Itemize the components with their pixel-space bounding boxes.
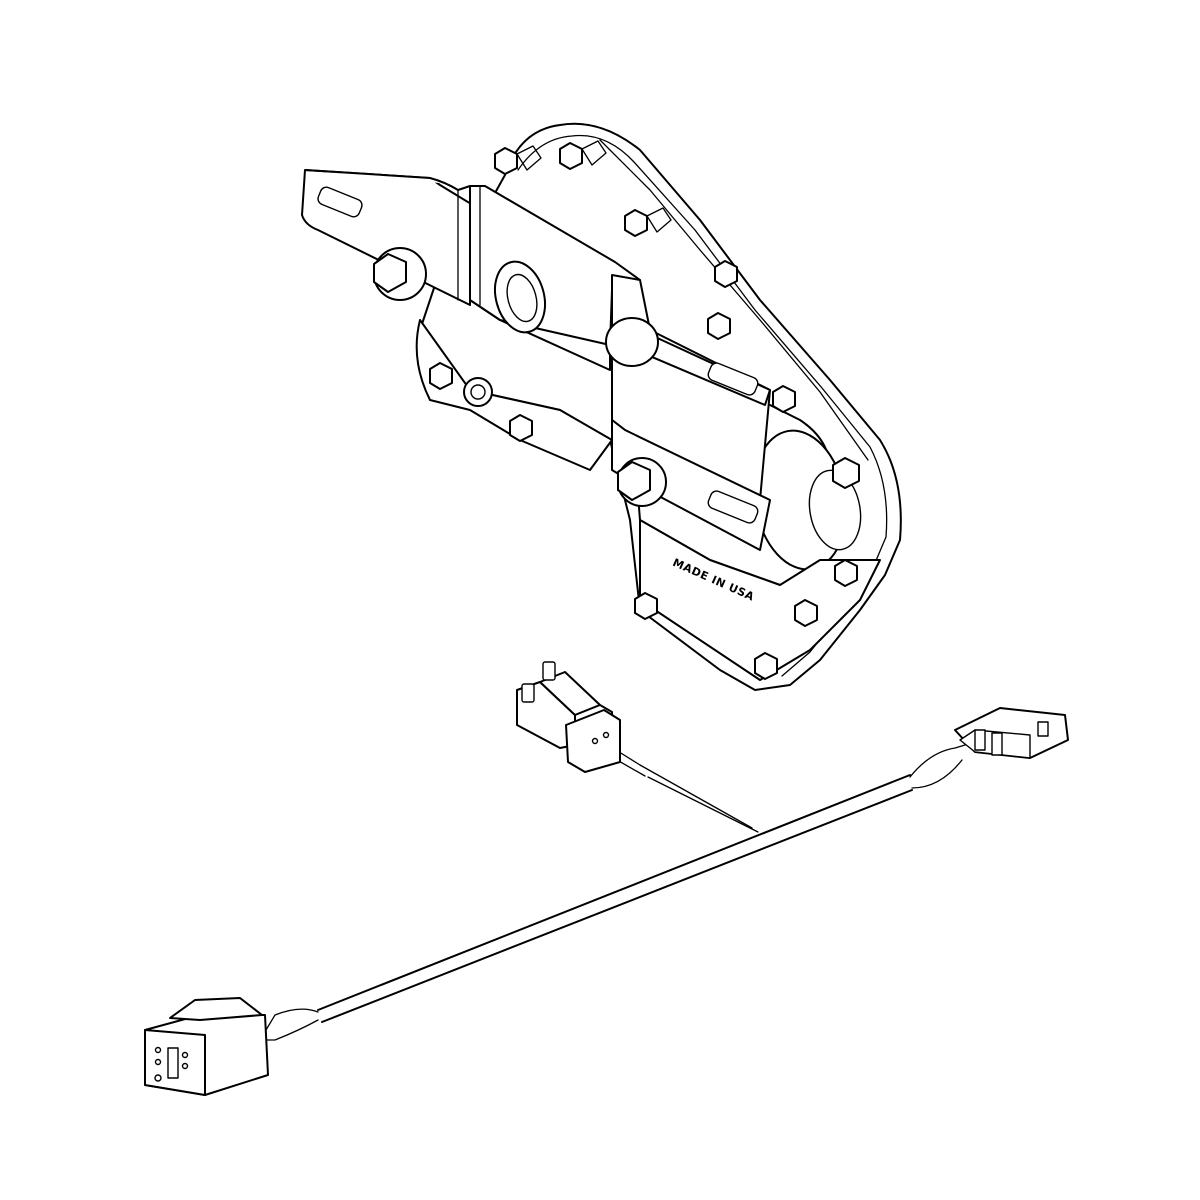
right-connector	[954, 707, 1069, 759]
harness-cable	[265, 739, 966, 1041]
left-connector	[144, 997, 269, 1096]
deutsch-connector	[516, 661, 621, 773]
bolts	[373, 140, 860, 680]
